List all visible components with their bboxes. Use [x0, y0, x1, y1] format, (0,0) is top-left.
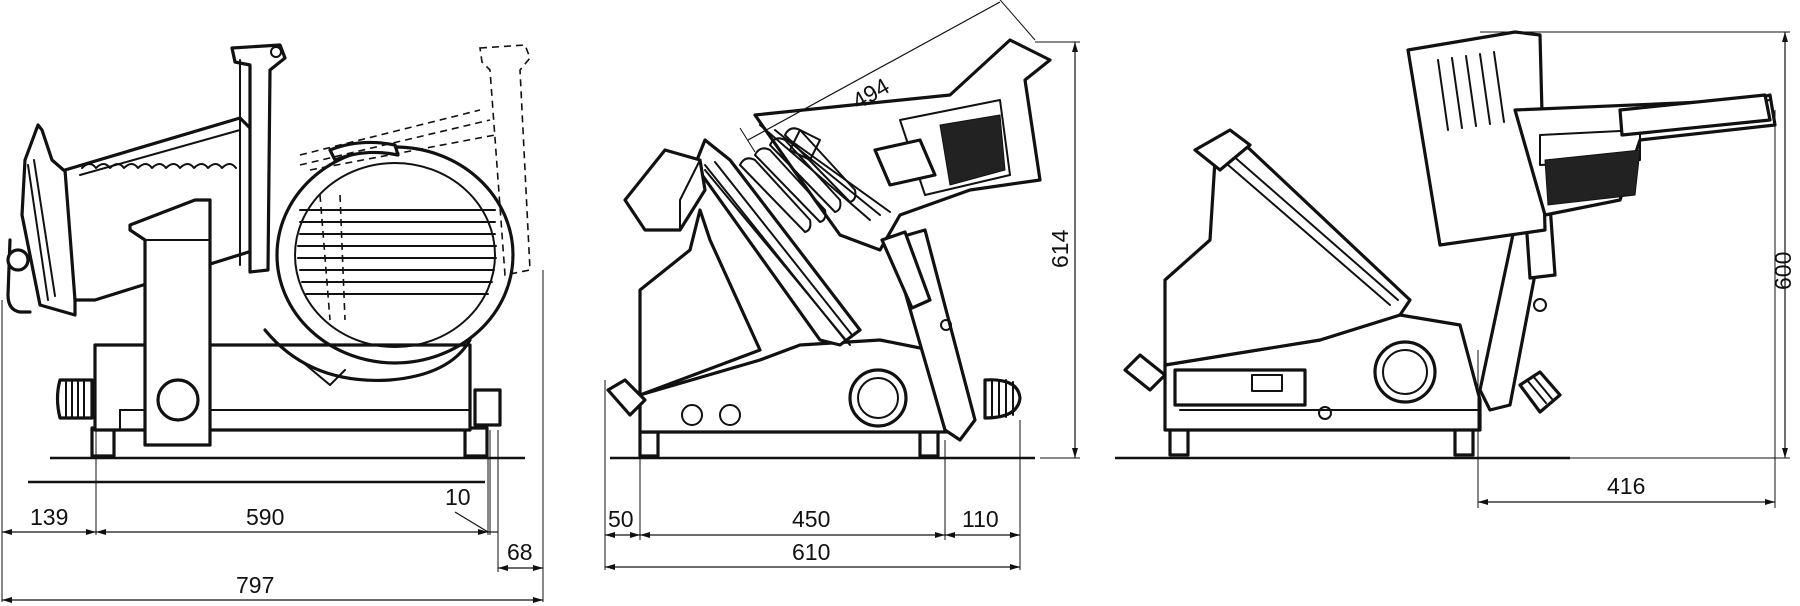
dim-front-offset: 10: [445, 484, 471, 510]
open-right-knob-icon: [1518, 370, 1562, 414]
dim-front-base-width: 590: [246, 504, 284, 530]
dim-side-overall-depth: 610: [792, 539, 830, 565]
side-view: [606, 38, 1052, 460]
open-dimensions: 600 416: [1477, 31, 1796, 508]
dim-front-left-overhang: 139: [30, 504, 68, 530]
dim-side-right-overhang: 110: [962, 506, 999, 532]
front-view: [6, 43, 531, 484]
dim-side-base-depth: 450: [792, 506, 830, 532]
open-view: [1115, 30, 1777, 460]
dim-side-left-overhang: 50: [608, 506, 634, 532]
dim-front-right-overhang: 68: [507, 539, 533, 565]
front-dimensions: 139 590 10 68 797: [1, 270, 544, 603]
dim-open-raised-height: 600: [1770, 252, 1796, 290]
side-right-knob-icon: [983, 378, 1022, 420]
dim-front-overall-width: 797: [236, 572, 274, 598]
dim-open-raised-depth: 416: [1607, 473, 1645, 499]
front-left-knob-icon: [55, 378, 94, 420]
dim-side-overall-height: 614: [1047, 229, 1073, 268]
